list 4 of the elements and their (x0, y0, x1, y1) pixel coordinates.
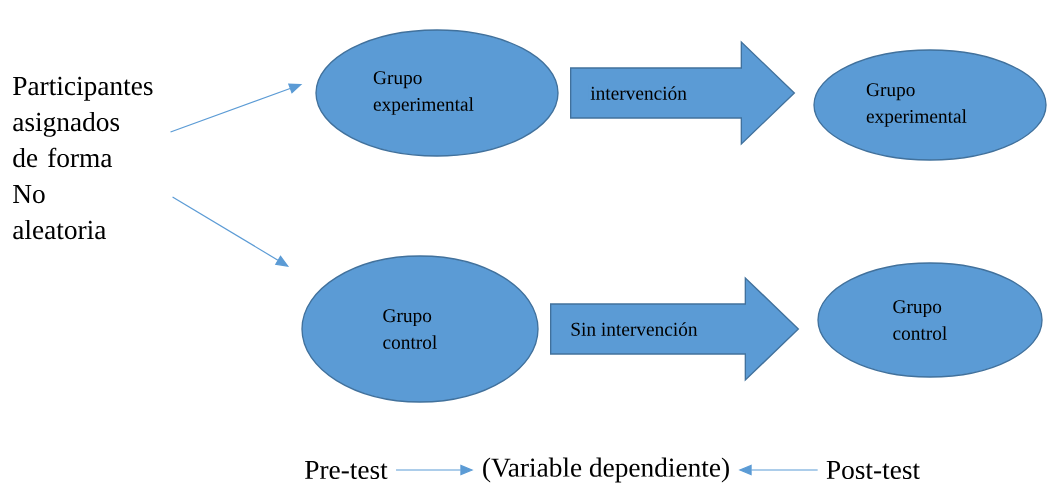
phase-text: Post-test (826, 460, 920, 480)
phase-text: (Variable dependiente) (483, 457, 729, 483)
participants-text: Participantes asignados de forma No aleatoria (13, 76, 153, 240)
phase-text: Pre-test (305, 460, 388, 480)
